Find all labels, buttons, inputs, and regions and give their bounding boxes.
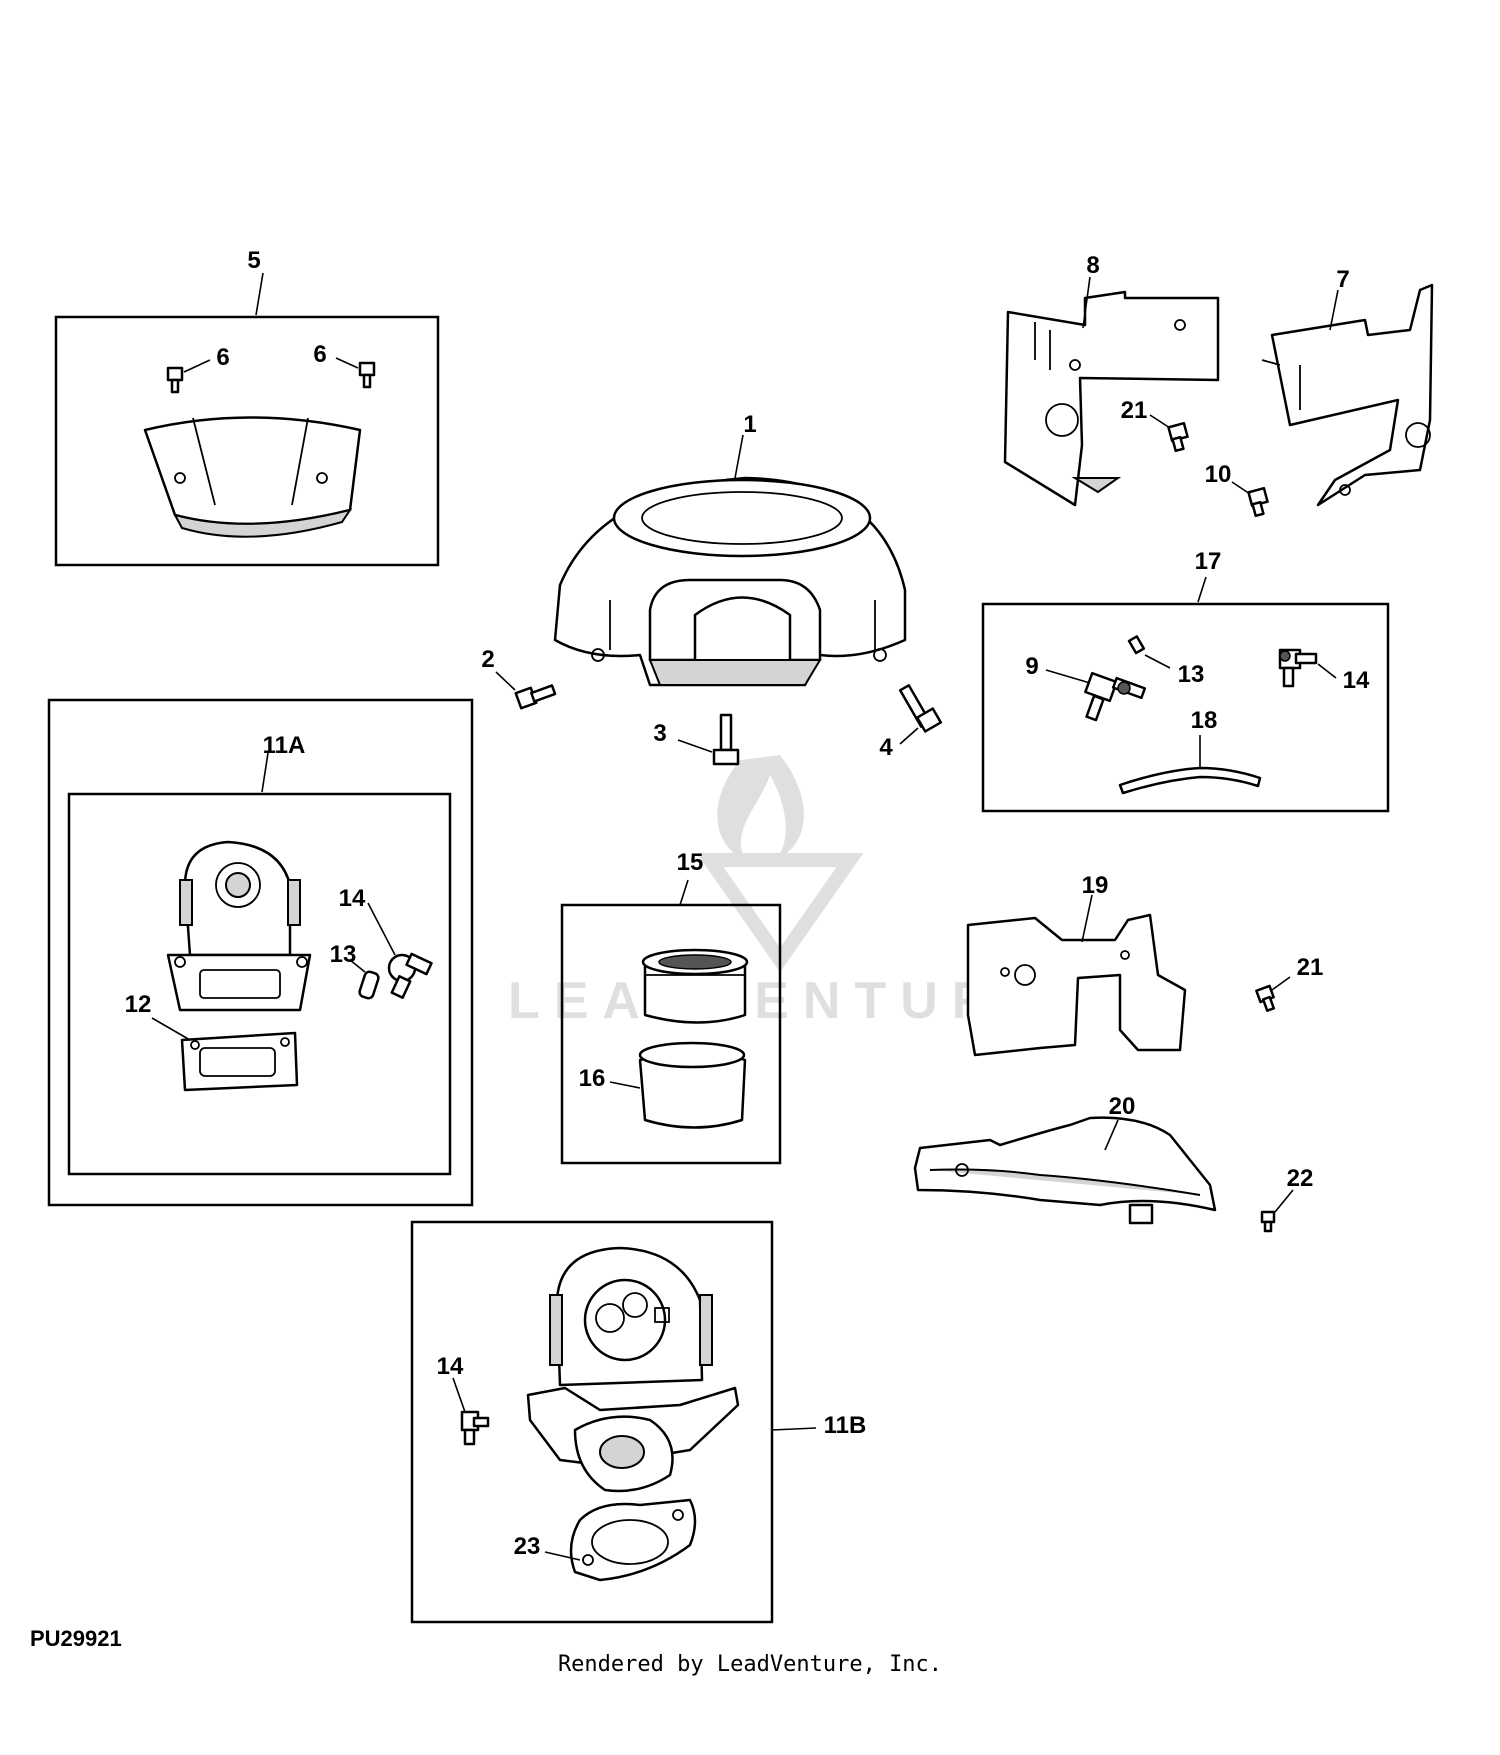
shroud-cover-part <box>143 416 362 538</box>
callout-6-left: 6 <box>216 344 229 371</box>
screw-10 <box>1247 486 1269 518</box>
callout-15: 15 <box>677 849 704 876</box>
callout-18: 18 <box>1191 707 1218 734</box>
gasket-23 <box>569 1498 697 1582</box>
item-11a-inner-frame <box>67 792 452 1176</box>
fitting-14-11b <box>460 1410 490 1446</box>
callout-17: 17 <box>1195 548 1222 575</box>
callout-14-kit: 14 <box>1343 667 1370 694</box>
callout-16: 16 <box>579 1065 606 1092</box>
item-15-frame <box>560 903 782 1165</box>
plug-13-11a <box>358 970 380 1000</box>
screw-22 <box>1260 1210 1276 1233</box>
callout-4: 4 <box>879 734 893 761</box>
pre-cleaner-16 <box>638 1041 747 1129</box>
callout-12: 12 <box>125 991 152 1018</box>
callout-20: 20 <box>1109 1093 1136 1120</box>
baffle-plate-19 <box>966 913 1187 1057</box>
hose-18 <box>1118 766 1262 795</box>
air-filter-15 <box>641 948 749 1024</box>
callout-14-11b: 14 <box>437 1353 464 1380</box>
bolt-4 <box>898 684 943 733</box>
bolt-3 <box>712 713 740 766</box>
callout-9: 9 <box>1025 653 1038 680</box>
callout-6-right: 6 <box>313 341 326 368</box>
shield-20 <box>913 1116 1217 1225</box>
fitting-14-kit <box>1278 648 1318 688</box>
item-17-frame <box>981 602 1390 813</box>
render-credit-label: Rendered by LeadVenture, Inc. <box>557 1652 943 1677</box>
plug-13-kit <box>1127 635 1146 655</box>
callout-22: 22 <box>1287 1165 1314 1192</box>
callout-13-kit: 13 <box>1178 661 1205 688</box>
item-11b-frame <box>410 1220 774 1624</box>
callout-7: 7 <box>1336 266 1349 293</box>
screw-21-lower <box>1255 984 1276 1012</box>
callout-11a: 11A <box>263 732 306 759</box>
baffle-7-part <box>1261 283 1434 507</box>
blower-housing-part <box>553 476 907 687</box>
callout-3: 3 <box>653 720 666 747</box>
watermark-logo: LEADVENTURE <box>508 755 1052 1030</box>
gasket-12 <box>180 1031 299 1092</box>
bolt-2 <box>514 684 557 710</box>
callout-21-top: 21 <box>1121 397 1148 424</box>
callout-14-11a: 14 <box>339 885 366 912</box>
screw-6-left <box>166 366 184 394</box>
diagram-id-label: PU29921 <box>30 1626 122 1651</box>
callout-5: 5 <box>247 247 260 274</box>
item-5-frame <box>54 315 440 567</box>
air-cleaner-base-11a <box>166 840 312 1012</box>
callout-10: 10 <box>1205 461 1232 488</box>
air-cleaner-base-11b <box>526 1246 740 1493</box>
watermark-text: LEADVENTURE <box>508 972 1052 1030</box>
baffle-8-part <box>1003 290 1220 507</box>
callout-13-11a: 13 <box>330 941 357 968</box>
fitting-14-11a <box>387 952 433 999</box>
screw-6-right <box>358 361 376 389</box>
callout-8: 8 <box>1086 252 1099 279</box>
screw-21-top <box>1167 421 1189 453</box>
callout-2: 2 <box>481 646 494 673</box>
fitting-9 <box>1084 671 1147 722</box>
callout-19: 19 <box>1082 872 1109 899</box>
callout-1: 1 <box>743 411 756 438</box>
item-11a-outer-frame <box>47 698 474 1207</box>
callout-21-lower: 21 <box>1297 954 1324 981</box>
callout-23: 23 <box>514 1533 541 1560</box>
callout-11b: 11B <box>824 1412 867 1439</box>
